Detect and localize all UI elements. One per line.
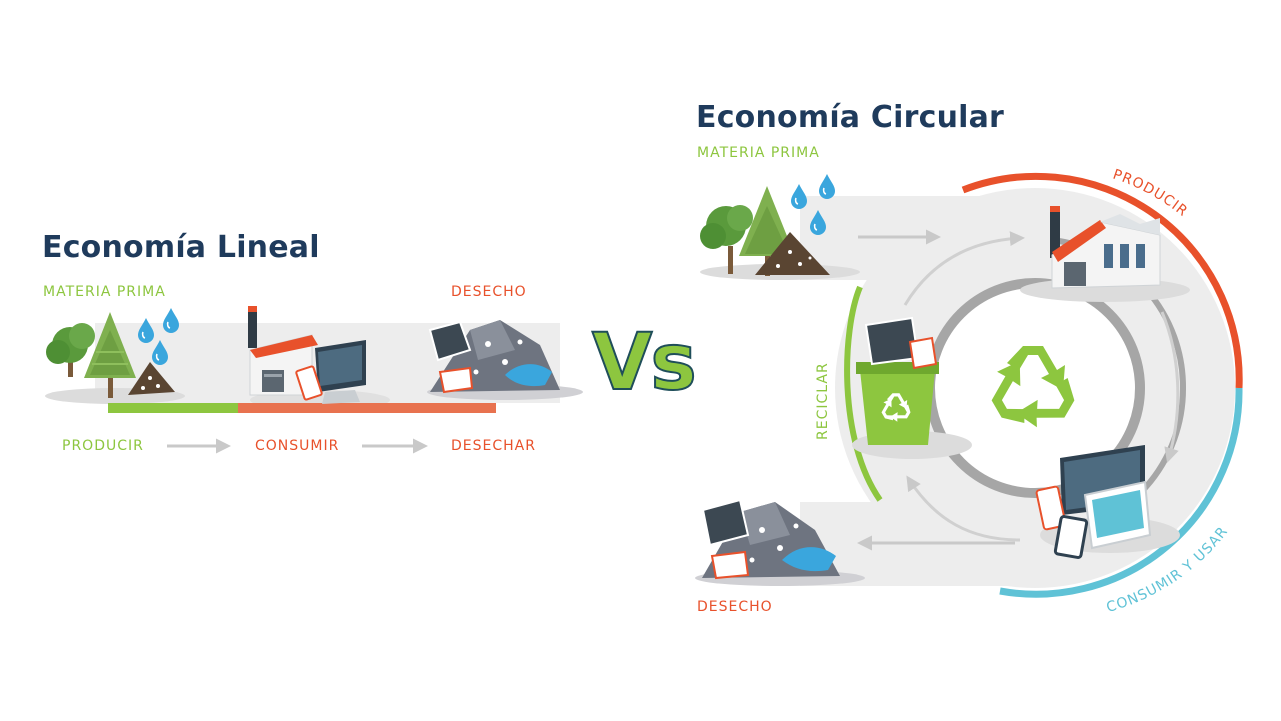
water-drop-icon bbox=[137, 317, 155, 344]
recycle-icon bbox=[991, 346, 1075, 428]
flow-arrow-right bbox=[1160, 311, 1180, 463]
water-drop-icon bbox=[818, 173, 836, 200]
linear-green-bar bbox=[108, 403, 240, 413]
phone-icon bbox=[1035, 485, 1089, 559]
linear-raw-material-label: MATERIA PRIMA bbox=[43, 284, 166, 300]
consume-arc bbox=[999, 387, 1243, 598]
waste-pile-icon bbox=[701, 498, 840, 580]
water-drop-icon bbox=[162, 307, 180, 334]
recycle-arc bbox=[844, 285, 883, 502]
factory-icon bbox=[248, 306, 318, 396]
linear-step-produce: PRODUCIR bbox=[62, 438, 144, 454]
flow-arrow-bottom bbox=[906, 475, 1021, 542]
circular-diagram: PRODUCIR CONSUMIR Y USAR RECICLAR bbox=[695, 167, 1243, 616]
soil-stones bbox=[141, 376, 160, 390]
linear-step-discard: DESECHAR bbox=[451, 438, 536, 454]
circular-raw-material-label: MATERIA PRIMA bbox=[697, 145, 820, 161]
recycle-label: RECICLAR bbox=[815, 362, 831, 440]
flow-arrow-top bbox=[903, 231, 1025, 306]
circular-title: Economía Circular bbox=[696, 100, 1005, 135]
linear-diagram bbox=[45, 306, 583, 454]
soil-stones bbox=[776, 250, 812, 268]
linear-orange-bar bbox=[238, 403, 496, 413]
tree-icon bbox=[46, 312, 136, 398]
vs-label: Vs bbox=[591, 317, 698, 409]
linear-step-consume: CONSUMIR bbox=[255, 438, 340, 454]
soil-pile-icon bbox=[755, 232, 830, 275]
factory-icon bbox=[1050, 206, 1161, 289]
monitor-icon bbox=[315, 340, 366, 404]
water-drop-icon bbox=[790, 183, 808, 210]
phone-icon bbox=[295, 365, 323, 401]
circular-waste-label: DESECHO bbox=[697, 599, 773, 615]
linear-waste-label: DESECHO bbox=[451, 284, 527, 300]
linear-title: Economía Lineal bbox=[42, 230, 320, 265]
recycle-bin-icon bbox=[856, 316, 939, 445]
waste-pile-icon bbox=[428, 320, 560, 394]
tablet-icon bbox=[1083, 480, 1152, 550]
produce-arc bbox=[961, 172, 1243, 389]
